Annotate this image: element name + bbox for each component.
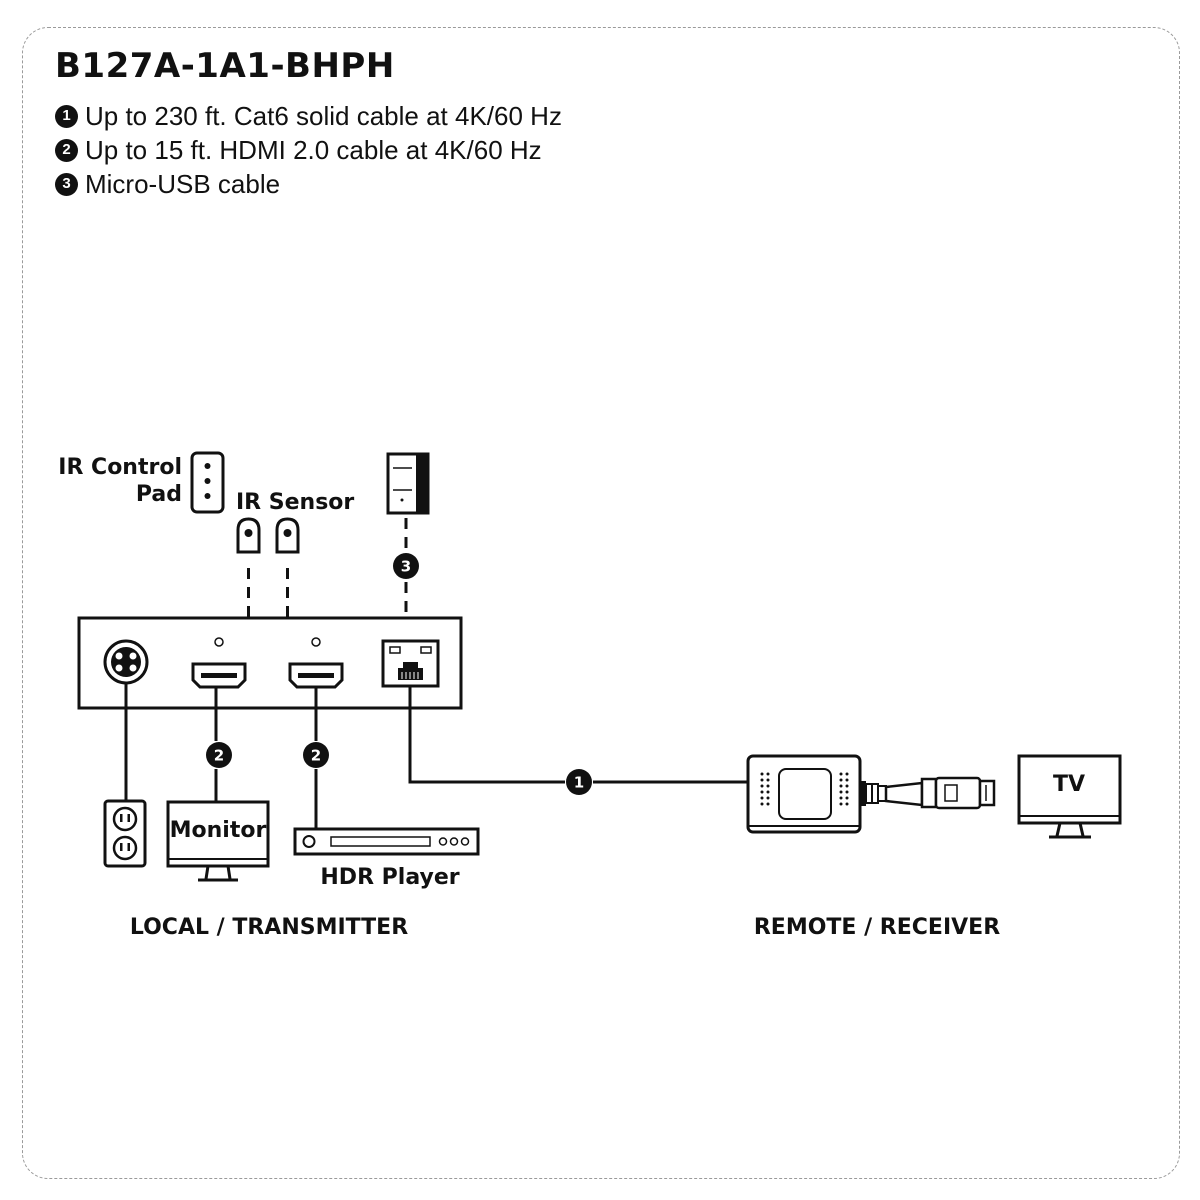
- badge-number: 2: [214, 747, 224, 765]
- ir-sensor-label: IR Sensor: [236, 490, 354, 515]
- legend-text: Up to 15 ft. HDMI 2.0 cable at 4K/60 Hz: [85, 135, 542, 165]
- tv-icon: [1017, 754, 1122, 839]
- monitor-icon: [166, 800, 270, 882]
- legend-text: Up to 230 ft. Cat6 solid cable at 4K/60 …: [85, 101, 562, 131]
- diagram-title: B127A-1A1-BHPH: [55, 46, 395, 86]
- ir-pad-label: Pad: [136, 482, 182, 507]
- cat6-cable-badge: 1: [566, 769, 592, 795]
- legend-item: 1 Up to 230 ft. Cat6 solid cable at 4K/6…: [55, 99, 562, 133]
- legend-number-badge: 1: [55, 104, 78, 128]
- hdr-player-label: HDR Player: [320, 865, 459, 890]
- ir-sensor-icon: [275, 517, 300, 554]
- legend-number-badge: 3: [55, 172, 78, 196]
- receiver-unit: [746, 754, 862, 834]
- wall-outlet-icon: [103, 799, 147, 868]
- legend-item: 2 Up to 15 ft. HDMI 2.0 cable at 4K/60 H…: [55, 133, 562, 167]
- badge-number: 3: [401, 558, 411, 576]
- cat6-cable: [408, 686, 565, 784]
- hdmi-monitor-cable-badge: 2: [206, 742, 232, 768]
- power-port-icon: [103, 639, 149, 685]
- hdmi-connector-icon: [860, 776, 996, 810]
- hdmi-player-cable-badge: 2: [303, 742, 329, 768]
- ir-jack-indicator: [311, 637, 321, 647]
- usb-cable-badge: 3: [393, 553, 419, 579]
- badge-number: 2: [311, 747, 321, 765]
- hdr-player-icon: [293, 827, 480, 856]
- hdmi-port-icon: [288, 662, 344, 689]
- diagram-frame: [22, 27, 1180, 1179]
- badge-number: 1: [574, 774, 584, 792]
- hdmi-port-icon: [191, 662, 247, 689]
- ir-jack-indicator: [214, 637, 224, 647]
- rj45-port-icon: [381, 639, 440, 688]
- ir-control-label: IR Control: [58, 455, 182, 480]
- ir-sensor-icon: [236, 517, 261, 554]
- legend-number-badge: 2: [55, 138, 78, 162]
- tv-label: TV: [1053, 772, 1085, 797]
- local-transmitter-label: LOCAL / TRANSMITTER: [130, 915, 408, 940]
- cable-legend: 1 Up to 230 ft. Cat6 solid cable at 4K/6…: [55, 99, 562, 201]
- legend-item: 3 Micro-USB cable: [55, 167, 562, 201]
- remote-receiver-label: REMOTE / RECEIVER: [754, 915, 1000, 940]
- legend-text: Micro-USB cable: [85, 169, 281, 199]
- ir-control-pad-icon: [190, 451, 225, 514]
- power-adapter-icon: [386, 452, 430, 515]
- monitor-label: Monitor: [170, 818, 267, 843]
